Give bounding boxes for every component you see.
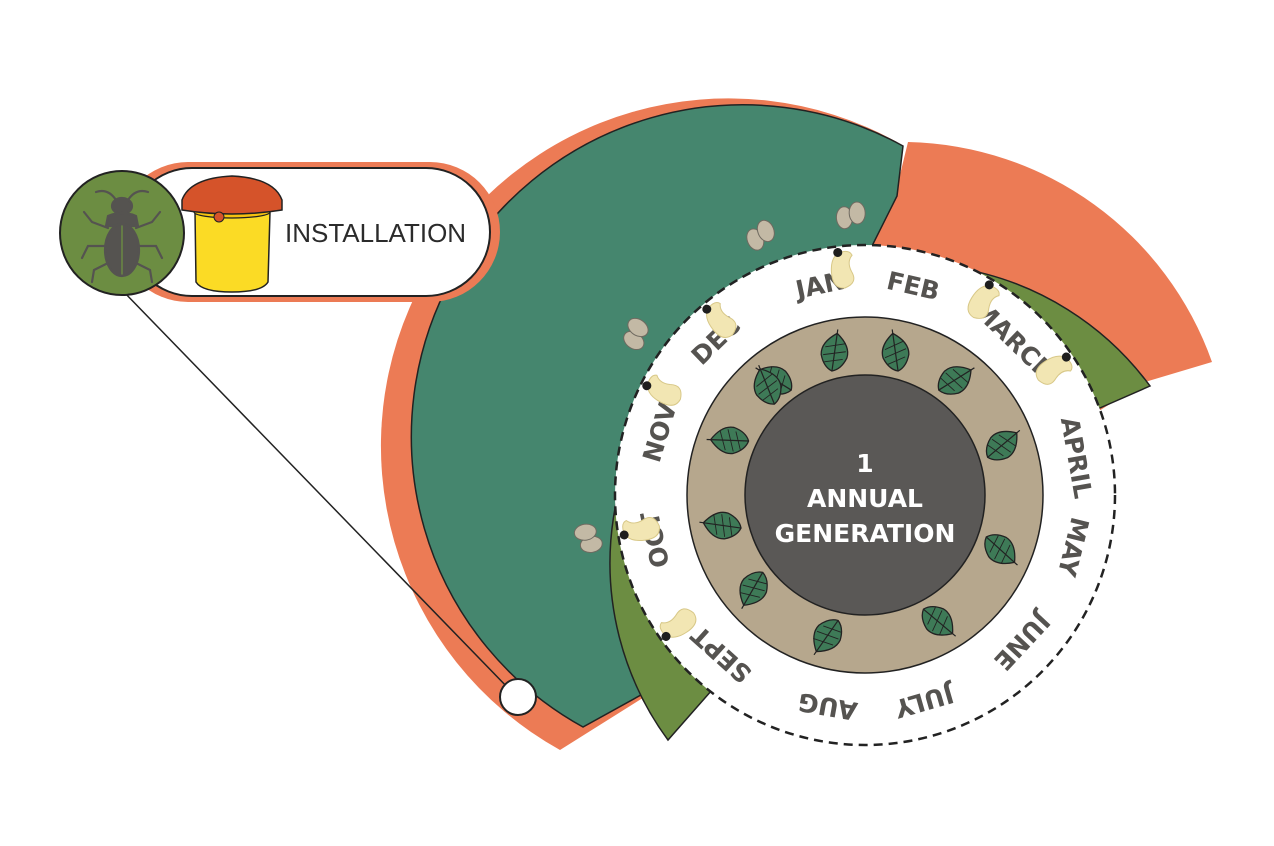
larva-icon xyxy=(659,608,697,641)
larva-icon xyxy=(619,517,660,541)
cocoon-icon xyxy=(835,201,866,230)
connector-line xyxy=(121,289,511,691)
leaf-icon xyxy=(699,511,742,540)
larva-icon xyxy=(830,247,855,289)
leaf-icon xyxy=(937,366,975,395)
cocoon-icon xyxy=(746,219,775,251)
leaf-icon xyxy=(739,571,768,610)
center-line-1: 1 xyxy=(856,449,873,478)
cocoon-icon xyxy=(573,523,603,553)
beetle-icon xyxy=(80,189,164,284)
center-line-2: ANNUAL xyxy=(807,484,923,513)
larva-icons xyxy=(619,247,1073,641)
installation-label: INSTALLATION xyxy=(285,218,466,248)
cocoon-icon xyxy=(623,317,649,351)
center-disc xyxy=(744,374,986,616)
leaf-icons xyxy=(699,329,1021,656)
leaf-icon xyxy=(984,534,1018,566)
leaf-icon xyxy=(706,426,750,455)
leaf-icon xyxy=(753,364,782,405)
leaf-icon xyxy=(921,605,957,637)
cocoon-icons xyxy=(573,201,866,553)
larva-icon xyxy=(702,301,737,338)
larva-icon xyxy=(642,374,682,406)
leaf-icon xyxy=(985,429,1021,461)
larva-icon xyxy=(967,280,1000,319)
trap-bucket-icon xyxy=(181,175,283,293)
connector-end-circle xyxy=(499,678,537,716)
leaf-icon xyxy=(813,619,843,656)
leaf-icon xyxy=(881,329,910,372)
month-ring-border xyxy=(613,243,1117,747)
center-line-3: GENERATION xyxy=(775,519,956,548)
larva-icon xyxy=(1035,352,1073,385)
installation-callout: INSTALLATION xyxy=(59,162,500,302)
leaf-icon xyxy=(820,329,849,372)
